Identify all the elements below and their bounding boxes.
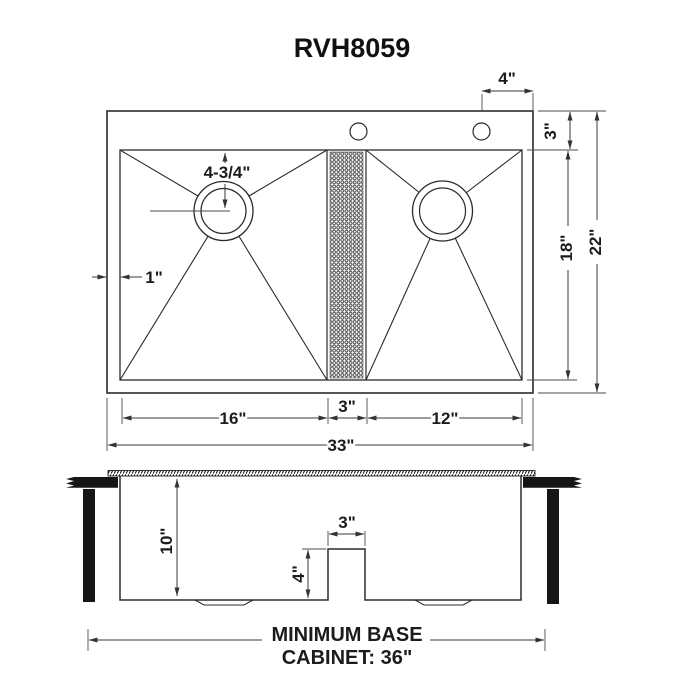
rim-top-label: 3" bbox=[541, 122, 560, 140]
divider-mesh-texture bbox=[329, 151, 364, 379]
left-drain-boss bbox=[194, 599, 254, 606]
bowl-depth-label: 18" bbox=[557, 235, 576, 262]
section-depth-label: 10" bbox=[157, 528, 176, 555]
drain-opening-label: 4-3/4" bbox=[204, 163, 251, 182]
right-drain-inner bbox=[418, 187, 467, 235]
faucet-hole-right bbox=[472, 122, 491, 141]
overall-depth-dimension: 22" bbox=[538, 111, 608, 394]
rim-width-dimension: 1" bbox=[92, 266, 165, 290]
right-bowl-width-label: 12" bbox=[432, 409, 459, 428]
faucet-offset-label: 4" bbox=[498, 69, 516, 88]
section-divider-width-dimension: 3" bbox=[327, 511, 366, 546]
divider-width-label: 3" bbox=[338, 397, 356, 416]
drain-opening-dimension: 4-3/4" bbox=[150, 152, 253, 212]
bowl-depth-dimension: 18" bbox=[527, 150, 579, 381]
top-view: 4-3/4" 1" 4" 3" 18" bbox=[92, 67, 608, 458]
cabinet-wall-left bbox=[83, 489, 95, 602]
section-divider-width-label: 3" bbox=[338, 513, 356, 532]
countertop-right-section bbox=[523, 477, 582, 488]
bottom-chained-dimensions: 16" 3" 12" bbox=[121, 395, 523, 431]
page-title: RVH8059 bbox=[294, 33, 411, 63]
base-cabinet-label-line1: MINIMUM BASE bbox=[271, 624, 422, 646]
base-cabinet-dimension: MINIMUM BASE CABINET: 36" bbox=[87, 621, 546, 672]
left-bowl-width-label: 16" bbox=[220, 409, 247, 428]
overall-depth-label: 22" bbox=[586, 229, 605, 256]
sink-rim-hatched bbox=[107, 470, 536, 477]
overall-width-label: 33" bbox=[328, 436, 355, 455]
section-divider-height-label: 4" bbox=[289, 565, 308, 583]
right-drain-boss bbox=[414, 599, 473, 606]
bowl-inner-edge bbox=[119, 149, 523, 381]
side-view: 10" 3" 4" MINIMUM BASE CABINET: 36" bbox=[66, 470, 582, 672]
sink-section-outline bbox=[119, 476, 522, 601]
section-depth-dimension: 10" bbox=[155, 478, 180, 597]
faucet-offset-dimension: 4" bbox=[481, 67, 534, 110]
section-divider-height-dimension: 4" bbox=[287, 548, 326, 599]
faucet-hole-left bbox=[349, 122, 368, 141]
base-cabinet-label-line2: CABINET: 36" bbox=[282, 647, 413, 669]
countertop-left-section bbox=[66, 477, 118, 488]
rim-top-dimension: 3" bbox=[527, 110, 606, 151]
cabinet-wall-right bbox=[547, 489, 559, 604]
overall-width-dimension: 33" bbox=[106, 398, 534, 458]
rim-width-label: 1" bbox=[145, 268, 163, 287]
sink-outer-rim bbox=[106, 110, 534, 394]
